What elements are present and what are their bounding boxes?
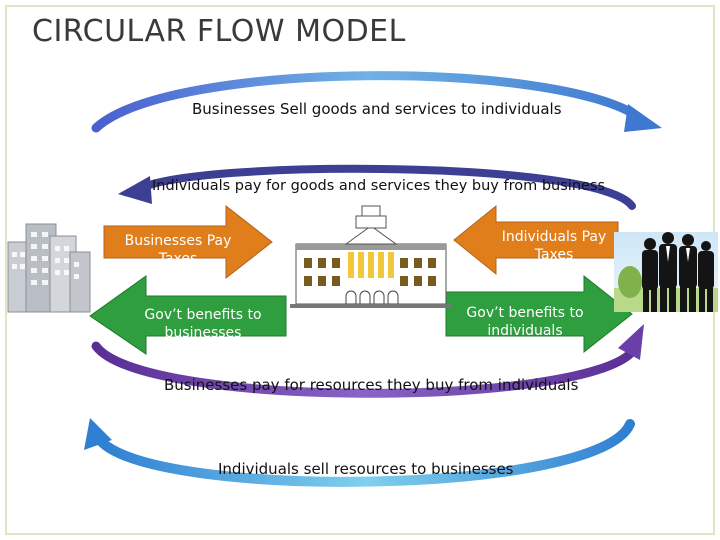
flow-label-individuals-sell-resources: Individuals sell resources to businesses [218, 460, 514, 478]
page-title: CIRCULAR FLOW MODEL [32, 14, 406, 49]
arrow-businesses-pay-taxes [103, 204, 273, 280]
office-buildings-icon [7, 223, 91, 313]
arc-individuals-sell-resources [84, 418, 635, 487]
arrow-individuals-pay-taxes [453, 204, 619, 276]
label-gov-benefits-individuals: Gov’t benefits to individuals [466, 305, 584, 339]
government-building-icon [290, 205, 452, 308]
arc-businesses-sell-goods [91, 71, 662, 133]
arc-businesses-pay-resources [91, 324, 644, 398]
label-individuals-pay-taxes: Individuals Pay Taxes [501, 229, 607, 263]
label-businesses-pay-taxes: Businesses Pay Taxes [124, 233, 232, 267]
flow-label-businesses-pay-resources: Businesses pay for resources they buy fr… [164, 376, 579, 394]
arrow-gov-benefits-businesses [89, 275, 287, 355]
arrow-gov-benefits-individuals [445, 274, 633, 354]
flow-label-individuals-pay-goods: Individuals pay for goods and services t… [152, 178, 606, 194]
label-gov-benefits-businesses: Gov’t benefits to businesses [144, 307, 262, 341]
arc-individuals-pay-goods [118, 164, 636, 210]
flow-label-businesses-sell: Businesses Sell goods and services to in… [192, 100, 562, 118]
business-people-icon [614, 232, 718, 312]
